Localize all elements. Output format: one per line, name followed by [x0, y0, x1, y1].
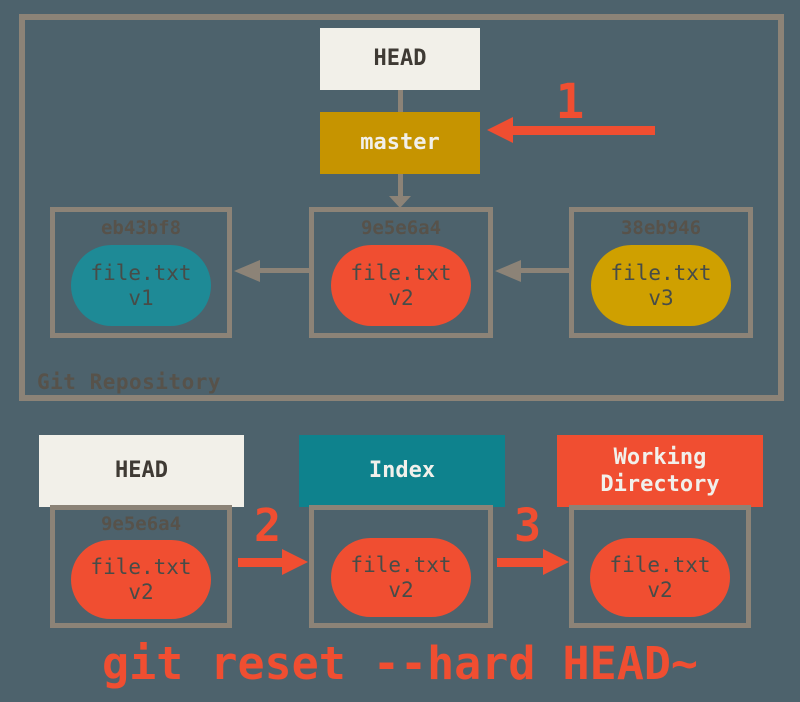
- commit-box-eb43bf8: eb43bf8 file.txt v1: [50, 207, 232, 338]
- commit-hash: 38eb946: [620, 217, 702, 239]
- commit2-to-commit1-arrowhead-icon: [234, 260, 260, 282]
- head-tree-box: 9e5e6a4 file.txt v2: [50, 505, 232, 628]
- file-version: v2: [388, 285, 414, 310]
- head-tree-file-blob: file.txt v2: [71, 540, 211, 619]
- working-directory-title: Working Directory: [600, 444, 720, 498]
- commit3-to-commit2-arrow-line: [521, 268, 569, 273]
- index-area-header: Index: [299, 435, 505, 507]
- step1-arrowhead-icon: [487, 117, 513, 143]
- file-snapshot-v2: file.txt v2: [331, 245, 471, 326]
- index-tree-box: file.txt v2: [309, 505, 493, 628]
- working-directory-header: Working Directory: [557, 435, 763, 507]
- git-command-caption: git reset --hard HEAD~: [101, 637, 699, 690]
- commit-hash: eb43bf8: [100, 217, 182, 239]
- working-directory-file-blob: file.txt v2: [590, 538, 730, 617]
- commit3-to-commit2-arrowhead-icon: [495, 260, 521, 282]
- head-pointer-box: HEAD: [320, 28, 480, 90]
- file-version: v2: [128, 579, 154, 604]
- step2-label: 2: [253, 499, 282, 552]
- file-name: file.txt: [610, 260, 712, 285]
- step3-label: 3: [513, 499, 542, 552]
- head-tree-hash: 9e5e6a4: [100, 513, 182, 535]
- file-version: v3: [648, 285, 674, 310]
- file-name: file.txt: [350, 552, 452, 577]
- head-area-header: HEAD: [39, 435, 244, 507]
- step1-label: 1: [555, 74, 585, 130]
- file-name: file.txt: [90, 554, 192, 579]
- master-branch-box: master: [320, 112, 480, 174]
- commit-hash: 9e5e6a4: [360, 217, 442, 239]
- file-name: file.txt: [350, 260, 452, 285]
- step2-arrow-line: [238, 558, 284, 567]
- head-to-master-connector: [398, 90, 403, 112]
- step3-arrowhead-icon: [543, 549, 569, 575]
- commit-box-38eb946: 38eb946 file.txt v3: [569, 207, 753, 338]
- file-version: v2: [647, 577, 673, 602]
- file-name: file.txt: [609, 552, 711, 577]
- file-name: file.txt: [90, 260, 192, 285]
- working-directory-tree-box: file.txt v2: [569, 505, 751, 628]
- master-branch-label: master: [360, 130, 440, 156]
- step1-arrow-line: [513, 126, 655, 135]
- file-snapshot-v1: file.txt v1: [71, 245, 211, 326]
- git-repository-box: Git Repository: [19, 14, 784, 401]
- step3-arrow-line: [497, 558, 543, 567]
- index-area-title: Index: [368, 458, 436, 484]
- file-version: v1: [128, 285, 154, 310]
- head-pointer-label: HEAD: [373, 46, 427, 72]
- commit-box-9e5e6a4: 9e5e6a4 file.txt v2: [309, 207, 493, 338]
- git-repository-label: Git Repository: [37, 370, 222, 394]
- file-version: v2: [388, 577, 414, 602]
- head-area-title: HEAD: [115, 458, 168, 484]
- master-to-commit-arrow-line: [398, 174, 403, 197]
- step2-arrowhead-icon: [282, 549, 308, 575]
- commit2-to-commit1-arrow-line: [260, 268, 309, 273]
- master-to-commit-arrowhead-icon: [389, 196, 411, 208]
- index-file-blob: file.txt v2: [331, 538, 471, 617]
- file-snapshot-v3: file.txt v3: [591, 245, 731, 326]
